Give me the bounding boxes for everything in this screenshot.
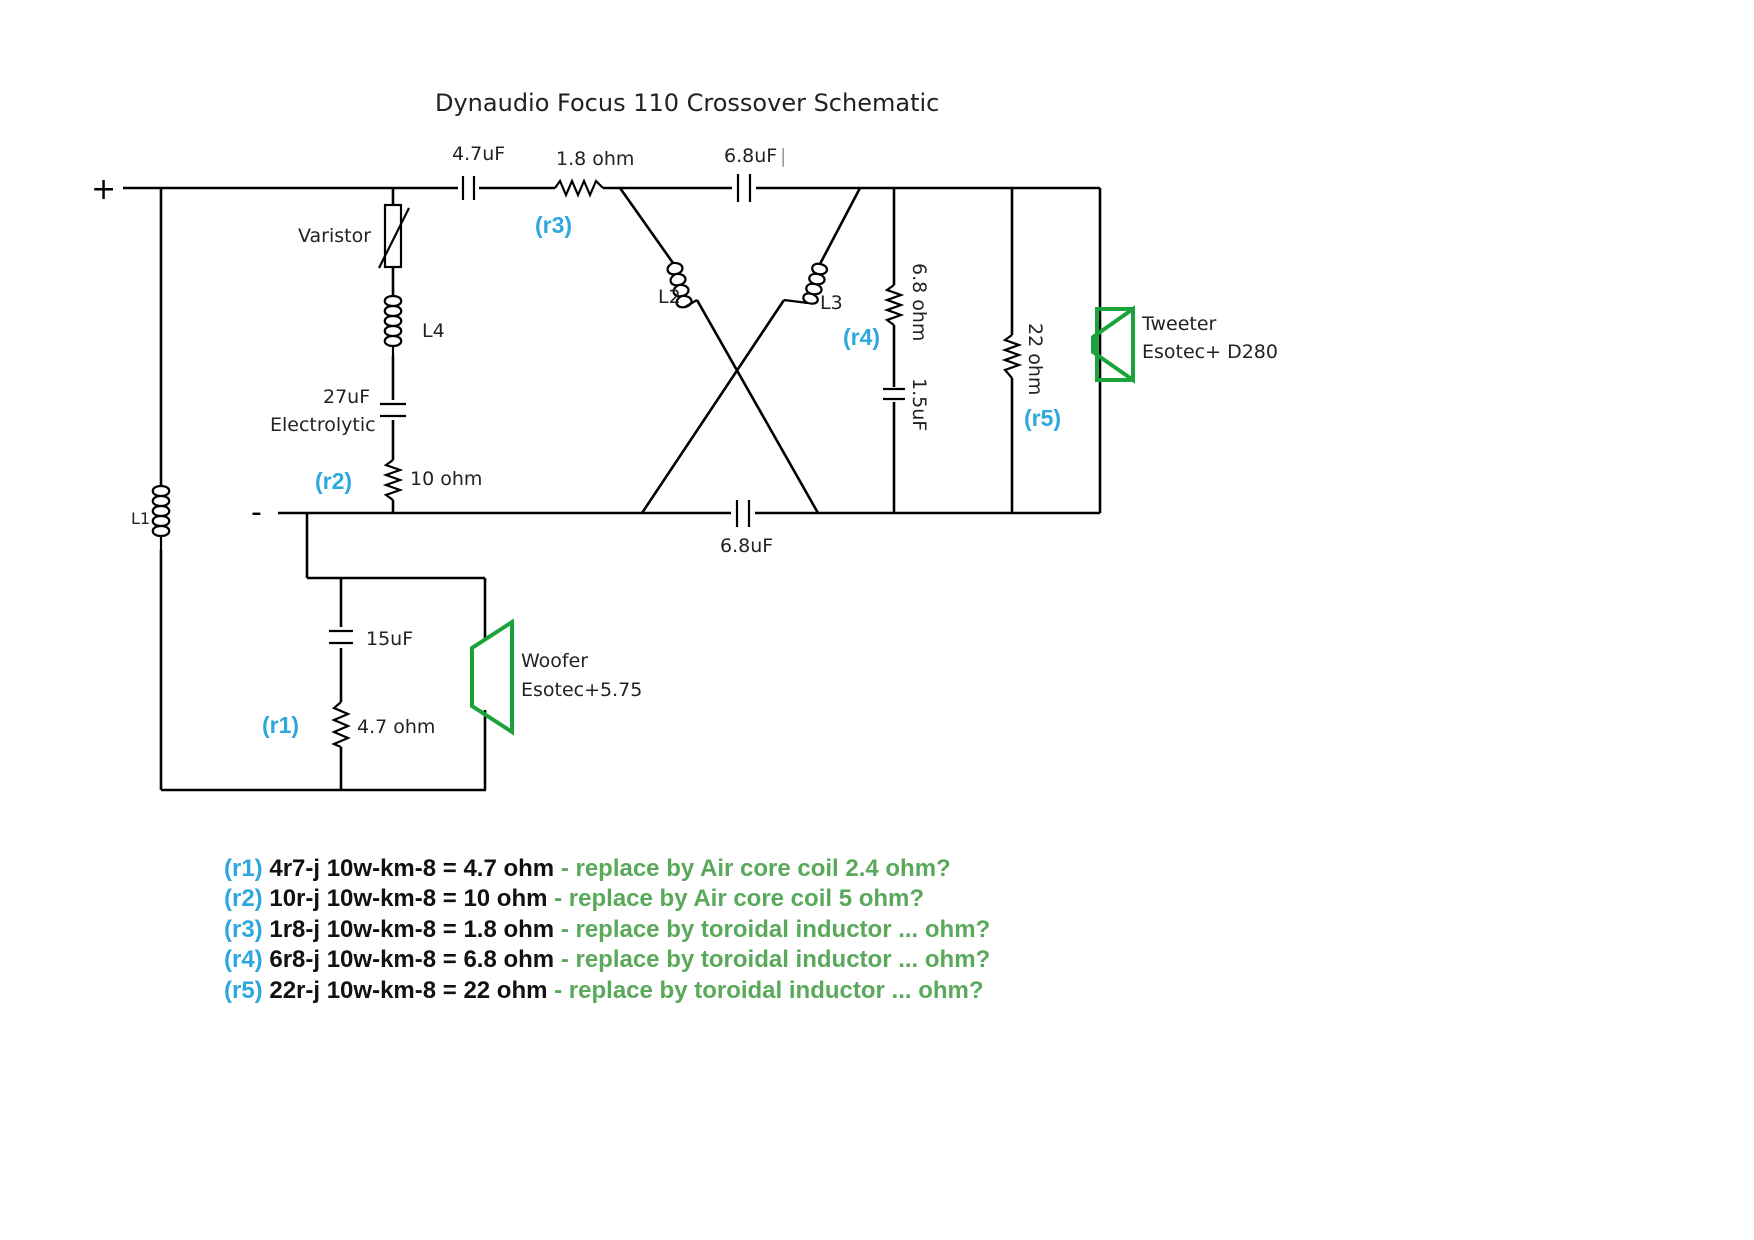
capacitor-6-8uf-bottom xyxy=(735,500,751,527)
tweeter-model: Esotec+ D280 xyxy=(1142,341,1278,363)
woofer-model: Esotec+5.75 xyxy=(521,679,642,701)
label-electrolytic: Electrolytic xyxy=(270,414,376,436)
label-l3: L3 xyxy=(820,292,843,314)
note-ref: (r3) xyxy=(224,915,263,943)
note-suggestion: - replace by toroidal inductor ... ohm? xyxy=(560,946,991,974)
label-6-8uf-top-mark: | xyxy=(780,145,786,167)
label-10-ohm: 10 ohm xyxy=(410,468,482,490)
schematic-title: Dynaudio Focus 110 Crossover Schematic xyxy=(435,89,939,117)
label-1-5uf: 1.5uF xyxy=(908,378,930,431)
inductor-l1 xyxy=(151,484,171,550)
note-suggestion: - replace by toroidal inductor ... ohm? xyxy=(554,976,984,1004)
capacitor-6-8uf-top xyxy=(736,174,752,202)
note-part: 10r-j 10w-km-8 = 10 ohm xyxy=(269,885,548,913)
note-part: 4r7-j 10w-km-8 = 4.7 ohm xyxy=(269,855,555,882)
tweeter-label: Tweeter xyxy=(1141,313,1217,335)
ref-r3: (r3) xyxy=(535,212,572,238)
inductor-l4 xyxy=(383,294,403,356)
woofer-icon xyxy=(470,618,514,736)
label-6-8-ohm: 6.8 ohm xyxy=(908,263,930,341)
resistor-6-8-ohm xyxy=(883,284,905,326)
label-6-8uf-bottom: 6.8uF xyxy=(720,535,773,557)
label-6-8uf-top: 6.8uF xyxy=(724,145,777,167)
plus-terminal: + xyxy=(91,172,116,207)
resistor-10-ohm xyxy=(382,459,404,501)
replacement-notes: (r1) 4r7-j 10w-km-8 = 4.7 ohm - replace … xyxy=(224,854,990,1006)
label-1-8-ohm: 1.8 ohm xyxy=(556,148,634,170)
woofer-label: Woofer xyxy=(521,650,588,672)
resistor-22-ohm xyxy=(1001,334,1023,379)
note-row: (r5) 22r-j 10w-km-8 = 22 ohm - replace b… xyxy=(224,976,990,1006)
varistor xyxy=(378,203,410,269)
tweeter-cone-icon xyxy=(1091,305,1135,384)
ref-r1: (r1) xyxy=(262,712,299,738)
note-row: (r1) 4r7-j 10w-km-8 = 4.7 ohm - replace … xyxy=(224,854,990,884)
label-27uf: 27uF xyxy=(323,386,370,408)
capacitor-15uf xyxy=(329,629,353,645)
label-l1: L1 xyxy=(131,509,150,528)
capacitor-27uf xyxy=(380,402,406,418)
note-part: 22r-j 10w-km-8 = 22 ohm xyxy=(269,976,548,1004)
note-part: 1r8-j 10w-km-8 = 1.8 ohm xyxy=(269,915,555,943)
note-row: (r4) 6r8-j 10w-km-8 = 6.8 ohm - replace … xyxy=(224,945,990,975)
note-suggestion: - replace by Air core coil 5 ohm? xyxy=(554,885,925,913)
label-22-ohm: 22 ohm xyxy=(1024,323,1046,395)
capacitor-1-5uf xyxy=(883,387,905,401)
note-ref: (r4) xyxy=(224,946,263,974)
note-suggestion: - replace by Air core coil 2.4 ohm? xyxy=(560,855,951,882)
capacitor-4-7uf xyxy=(461,176,476,200)
label-l2: L2 xyxy=(658,286,681,308)
note-ref: (r2) xyxy=(224,885,263,913)
label-4-7uf: 4.7uF xyxy=(452,143,505,165)
label-l4: L4 xyxy=(422,320,445,342)
label-4-7-ohm: 4.7 ohm xyxy=(357,716,435,738)
note-suggestion: - replace by toroidal inductor ... ohm? xyxy=(560,915,991,943)
note-ref: (r5) xyxy=(224,976,263,1004)
note-part: 6r8-j 10w-km-8 = 6.8 ohm xyxy=(269,946,555,974)
note-ref: (r1) xyxy=(224,855,263,882)
resistor-1-8-ohm xyxy=(554,178,604,198)
inductor-l2 xyxy=(666,261,698,309)
note-row: (r3) 1r8-j 10w-km-8 = 1.8 ohm - replace … xyxy=(224,915,990,945)
label-varistor: Varistor xyxy=(298,225,371,247)
inductor-l3 xyxy=(783,262,828,305)
ref-r4: (r4) xyxy=(843,324,880,350)
note-row: (r2) 10r-j 10w-km-8 = 10 ohm - replace b… xyxy=(224,884,990,914)
minus-terminal: - xyxy=(251,495,262,530)
ref-r5: (r5) xyxy=(1024,405,1061,431)
label-15uf: 15uF xyxy=(366,628,413,650)
resistor-4-7-ohm xyxy=(331,701,351,749)
wiring xyxy=(123,186,1102,792)
ref-r2: (r2) xyxy=(315,468,352,494)
tweeter-icon xyxy=(1095,307,1135,382)
